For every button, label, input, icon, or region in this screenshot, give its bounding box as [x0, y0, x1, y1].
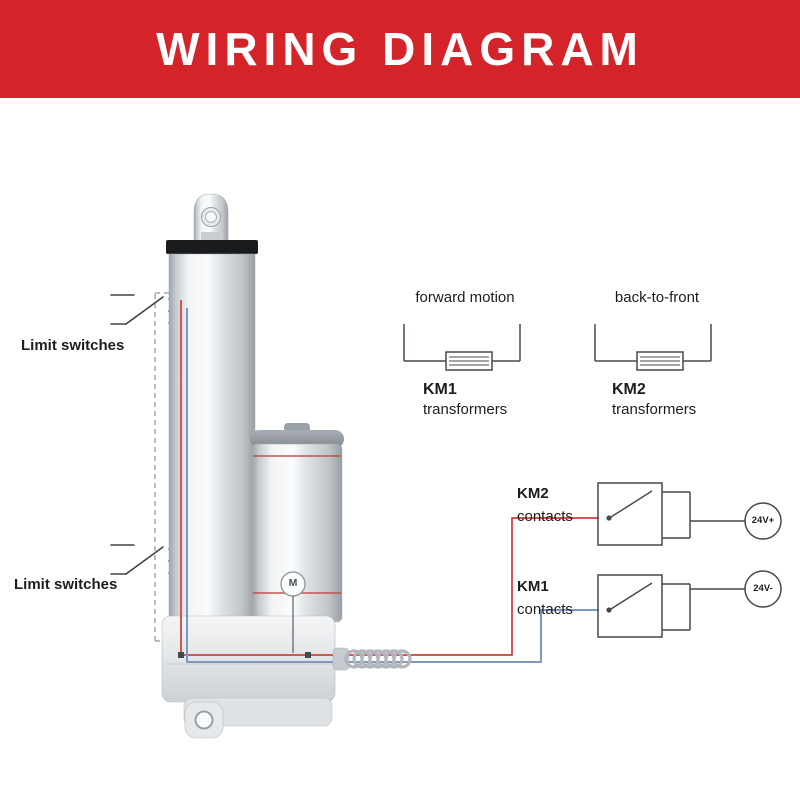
actuator-illustration [161, 193, 344, 739]
limit-switches-label-top: Limit switches [21, 337, 125, 354]
blue-wire [186, 308, 599, 663]
page-title: WIRING DIAGRAM [156, 23, 644, 75]
km2-contacts-name: KM2 [517, 485, 549, 502]
wire-junction-node [178, 652, 184, 658]
km1-contacts-type: contacts [517, 601, 573, 618]
back-to-front-caption: back-to-front [614, 289, 700, 306]
km2-transformer-type: transformers [612, 401, 697, 418]
motor-cap [250, 430, 344, 448]
terminal-24v-minus-label: 24V- [753, 583, 773, 594]
terminal-24v-minus [744, 570, 782, 608]
km2-contact-symbol [597, 482, 745, 546]
wire-junction-node [305, 652, 311, 658]
km1-transformer-type: transformers [423, 401, 508, 418]
km2-transformer-name: KM2 [612, 381, 646, 398]
piston-rod [201, 232, 223, 242]
km2-contacts-type: contacts [517, 508, 573, 525]
forward-motion-caption: forward motion [415, 289, 515, 306]
km1-contact-symbol [597, 574, 745, 638]
motor-letter-label: M [288, 577, 298, 589]
end-cap [166, 240, 258, 254]
km1-transformer-name: KM1 [423, 381, 457, 398]
terminal-24v-plus [744, 502, 782, 540]
cable-spring [332, 647, 412, 671]
cylinder-tube [168, 253, 256, 631]
km1-contacts-name: KM1 [517, 578, 549, 595]
km1-transformer-symbol [403, 324, 521, 371]
title-banner: WIRING DIAGRAM [0, 0, 800, 98]
mounting-hole [194, 710, 214, 730]
red-wire [180, 300, 599, 656]
km2-transformer-symbol [594, 324, 712, 371]
limit-switches-label-bottom: Limit switches [14, 576, 118, 593]
terminal-24v-plus-label: 24V+ [751, 515, 775, 526]
